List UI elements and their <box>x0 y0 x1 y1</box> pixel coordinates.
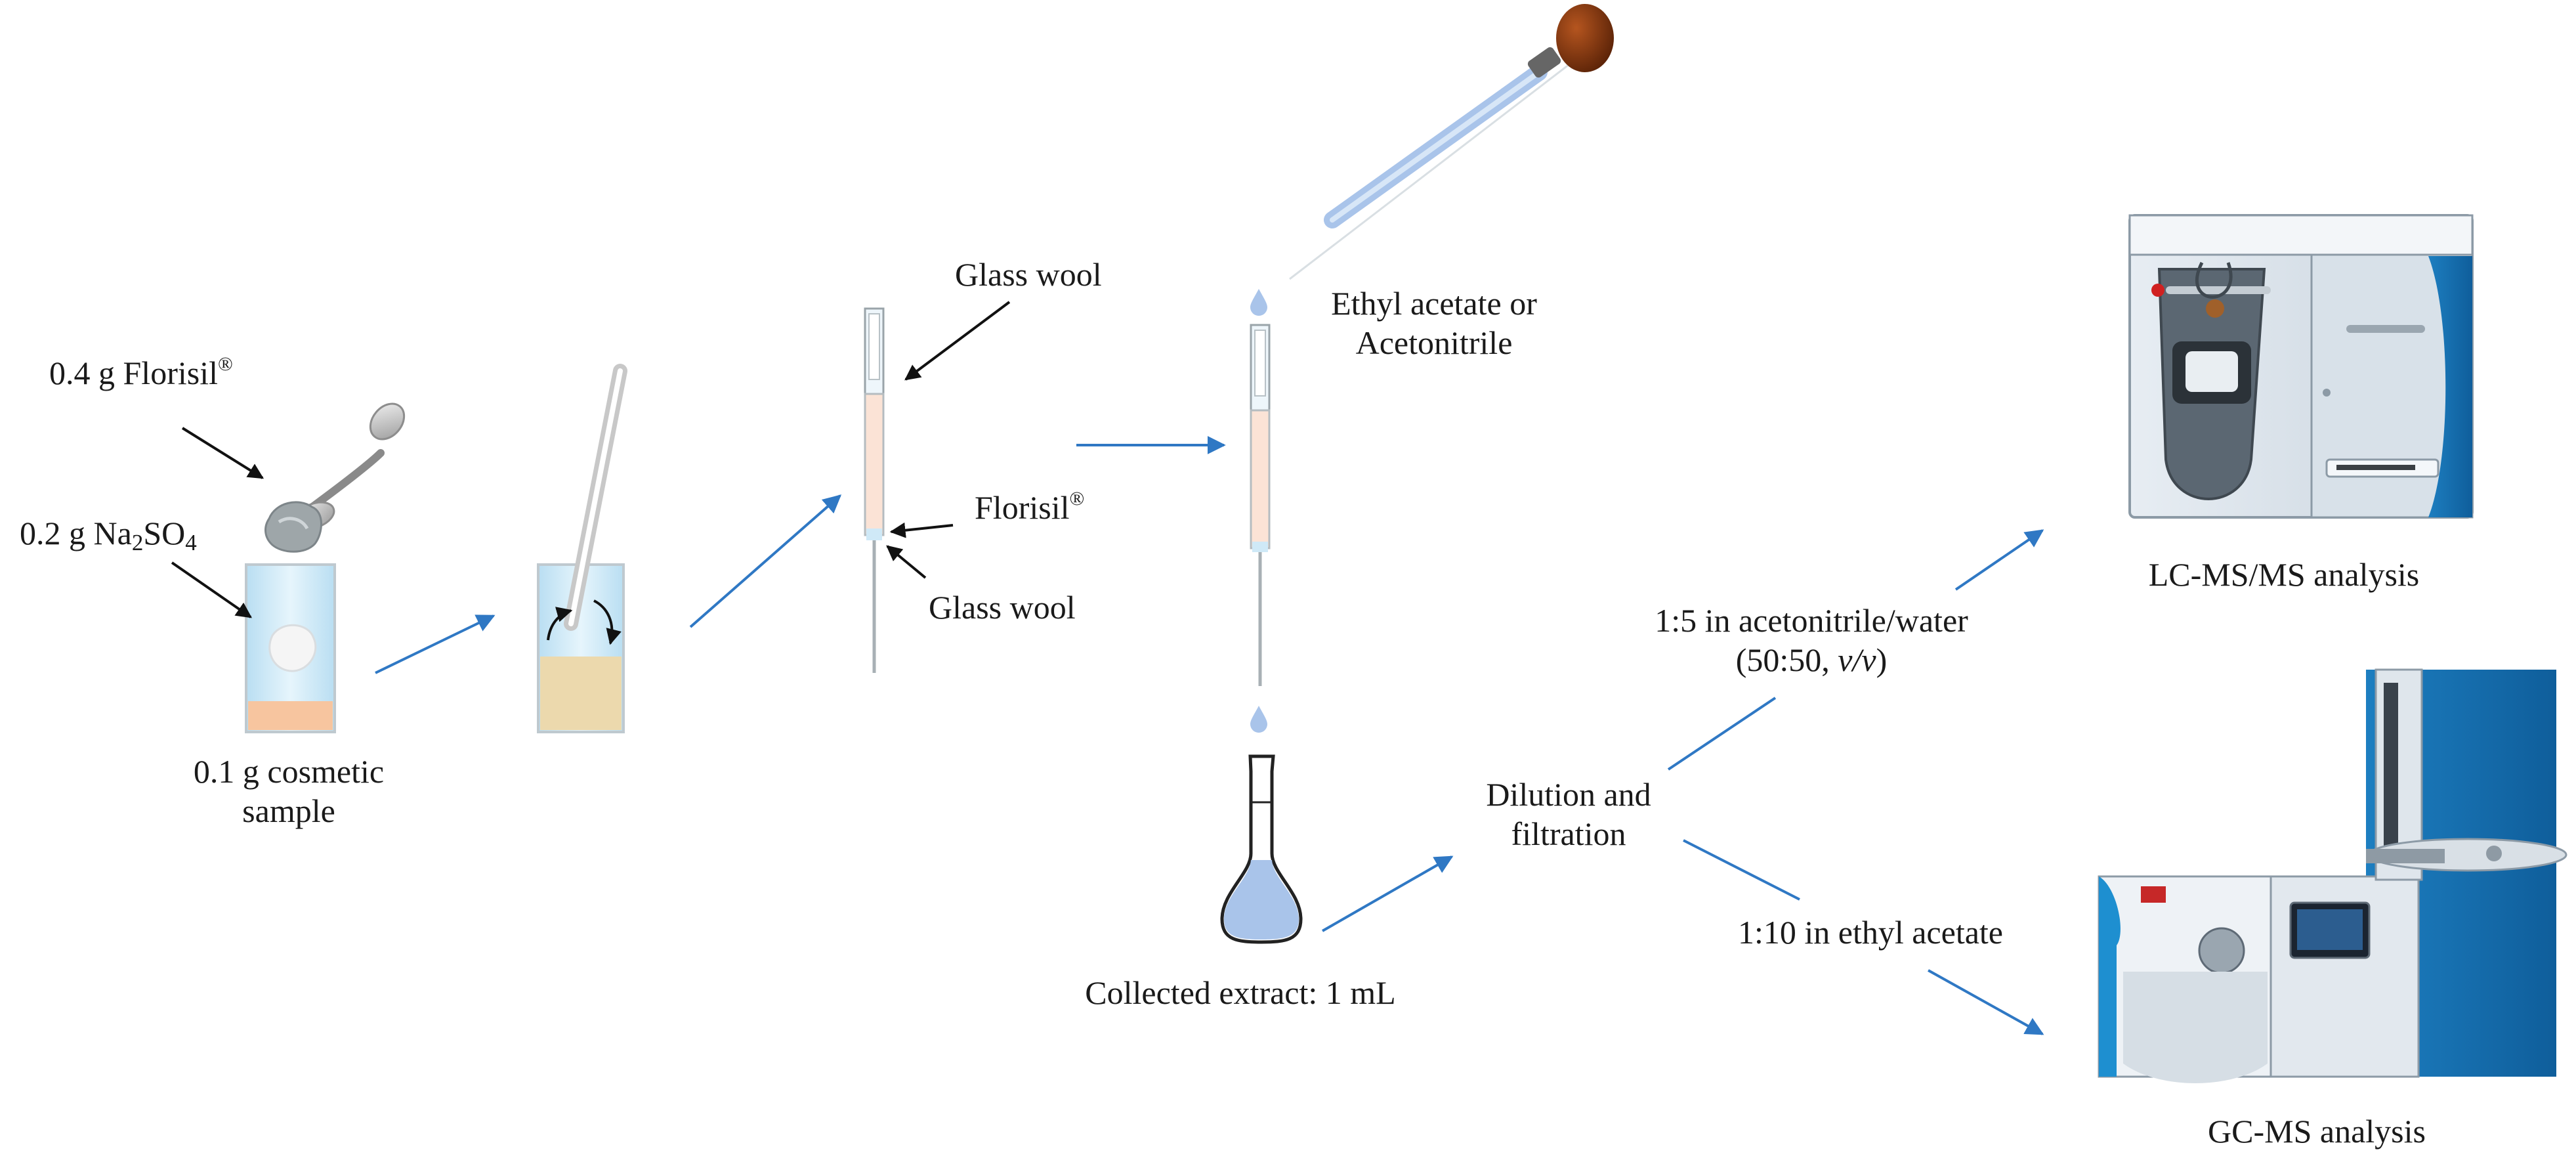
glass-wool-bottom-pointer-arrow <box>886 545 927 579</box>
lc-dilution-label: 1:5 in acetonitrile/water (50:50, v/v) <box>1655 602 1968 678</box>
flow-arrows <box>375 436 2044 1035</box>
flow-arrow-1 <box>375 614 496 674</box>
flow-arrow-2 <box>689 494 842 628</box>
spe-column-icon <box>1250 324 1271 686</box>
sample-label: 0.1 g cosmetic sample <box>193 753 385 829</box>
glass-wool-top-label: Glass wool <box>955 256 1102 293</box>
stir-rod-icon <box>547 364 627 645</box>
gc-dilution-label: 1:10 in ethyl acetate <box>1737 914 2003 951</box>
powder-icon <box>264 501 322 553</box>
flow-arrow-4 <box>1322 855 1454 932</box>
flow-line-lc <box>1667 697 1777 771</box>
flow-arrow-lc <box>1954 529 2044 591</box>
florisil-pointer-arrow <box>889 522 954 538</box>
lc-ms-instrument-icon <box>2128 214 2474 519</box>
flow-arrow-gc <box>1928 969 2044 1035</box>
gc-analysis-label: GC-MS analysis <box>2208 1113 2426 1150</box>
collected-extract-label: Collected extract: 1 mL <box>1085 974 1396 1011</box>
florisil-pointer-arrow <box>181 427 264 479</box>
solvent-drop-icon <box>1250 289 1267 316</box>
pointer-arrows <box>171 301 1011 618</box>
volumetric-flask-icon <box>1220 754 1303 944</box>
florisil-amount-label: 0.4 g Florisil® <box>49 353 233 392</box>
glass-wool-bottom-label: Glass wool <box>929 589 1076 626</box>
dilution-filtration-label: Dilution and filtration <box>1486 776 1651 852</box>
glass-wool-top-pointer-arrow <box>904 301 1011 381</box>
spe-column-icon <box>864 307 885 673</box>
florisil-column-label: Florisil® <box>975 488 1085 527</box>
na2so4-pointer-arrow <box>171 561 252 618</box>
extract-drop-icon <box>1250 706 1267 733</box>
pipette-icon <box>1289 4 1614 280</box>
lc-analysis-label: LC-MS/MS analysis <box>2148 556 2420 593</box>
beaker-icon <box>245 563 336 733</box>
na2so4-amount-label: 0.2 g Na2SO4 <box>20 515 197 555</box>
solvent-label: Ethyl acetate or Acetonitrile <box>1331 285 1537 361</box>
flow-line-gc <box>1683 839 1800 901</box>
gc-ms-instrument-icon <box>2098 668 2567 1083</box>
